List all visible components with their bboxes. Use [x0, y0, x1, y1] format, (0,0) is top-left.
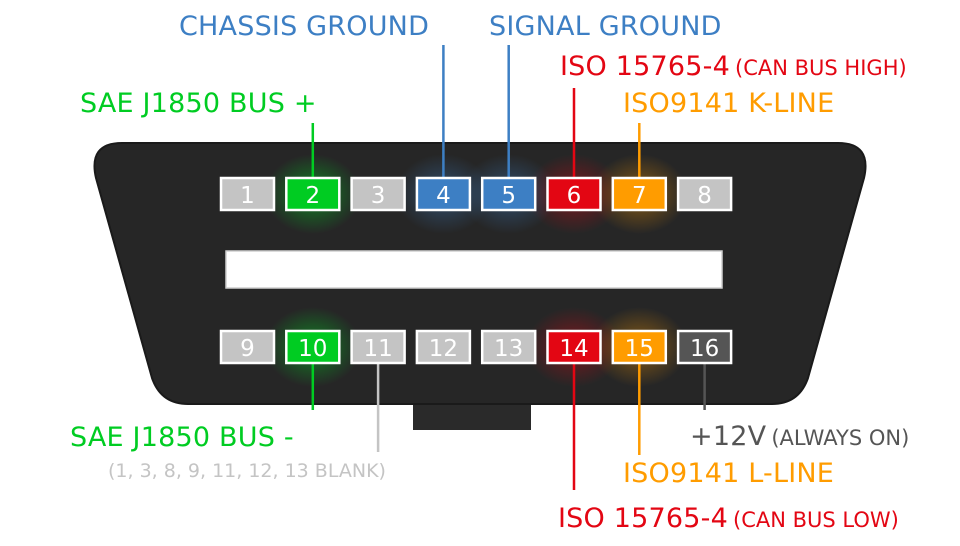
pin-14-number: 14 — [559, 336, 588, 362]
pin-3 — [350, 176, 406, 212]
plus12v-main: +12V — [690, 421, 767, 452]
pin-10 — [285, 329, 341, 365]
pin-9 — [219, 329, 276, 365]
chassis-ground-label: CHASSIS GROUND — [179, 11, 430, 42]
plus12v-label: +12V (ALWAYS ON) — [690, 423, 909, 450]
pin-13-number: 13 — [494, 336, 523, 362]
pin-15 — [611, 329, 668, 365]
pin-11 — [350, 329, 406, 365]
plus12v-note: (ALWAYS ON) — [771, 426, 910, 450]
signal-ground-label: SIGNAL GROUND — [489, 11, 722, 42]
pin-6-number: 6 — [567, 183, 582, 209]
pin-5 — [480, 176, 537, 212]
pin-8 — [676, 176, 733, 212]
pin-16-number: 16 — [690, 336, 719, 362]
center-slot — [225, 250, 723, 289]
pin-7 — [611, 176, 668, 212]
can-low-label: ISO 15765-4 (CAN BUS LOW) — [558, 505, 899, 532]
can-low-main: ISO 15765-4 — [558, 503, 728, 534]
pin-1 — [219, 176, 276, 212]
pin-15-number: 15 — [625, 336, 654, 362]
pin-1-number: 1 — [240, 183, 255, 209]
can-high-label: ISO 15765-4 (CAN BUS HIGH) — [560, 53, 907, 80]
pin-12 — [415, 329, 472, 365]
pin-4-number: 4 — [436, 183, 451, 209]
pin-11-number: 11 — [363, 336, 392, 362]
pin-9-number: 9 — [240, 336, 255, 362]
pin-8-number: 8 — [697, 183, 712, 209]
pin-10-number: 10 — [298, 336, 327, 362]
pin-2 — [285, 176, 341, 212]
k-line-label: ISO9141 K-LINE — [623, 88, 835, 119]
can-high-main: ISO 15765-4 — [560, 51, 730, 82]
pin-7-number: 7 — [632, 183, 647, 209]
pin-3-number: 3 — [371, 183, 386, 209]
pin-14 — [546, 329, 602, 365]
j1850-plus-label: SAE J1850 BUS + — [80, 88, 317, 119]
pin-4 — [415, 176, 472, 212]
pin-12-number: 12 — [429, 336, 458, 362]
l-line-label: ISO9141 L-LINE — [623, 458, 835, 489]
pin-5-number: 5 — [501, 183, 516, 209]
pin-2-number: 2 — [305, 183, 320, 209]
can-high-note: (CAN BUS HIGH) — [735, 56, 907, 80]
blank-pins-note: (1, 3, 8, 9, 11, 12, 13 BLANK) — [108, 460, 386, 482]
pin-16 — [676, 329, 733, 365]
can-low-note: (CAN BUS LOW) — [733, 508, 899, 532]
j1850-minus-label: SAE J1850 BUS - — [70, 422, 294, 453]
pin-13 — [480, 329, 537, 365]
pin-6 — [546, 176, 602, 212]
